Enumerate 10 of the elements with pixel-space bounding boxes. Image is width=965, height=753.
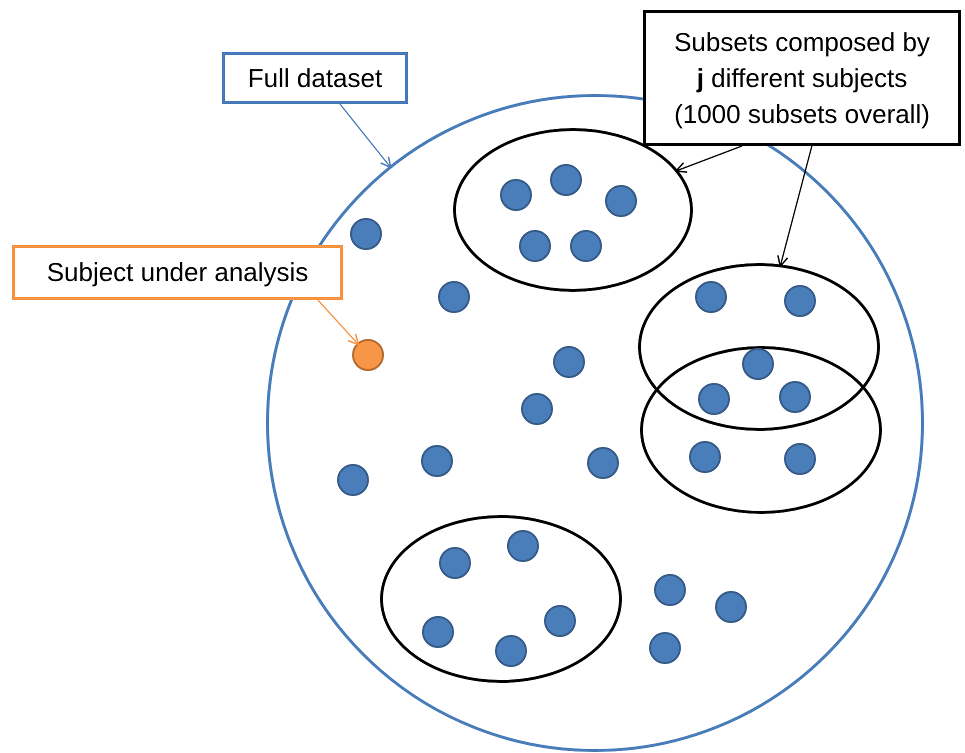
callout-text: Full dataset	[246, 62, 384, 94]
callout-box	[12, 245, 343, 300]
callout-box	[222, 52, 408, 104]
callout-box	[643, 10, 961, 146]
callout-text: Subject under analysis	[46, 256, 310, 289]
arrow	[777, 146, 812, 268]
callout-text: Subsets composed by j different subjects (1000 subsets overall)	[673, 26, 931, 131]
arrow	[317, 300, 360, 346]
arrow	[339, 104, 392, 168]
arrow	[675, 145, 742, 173]
